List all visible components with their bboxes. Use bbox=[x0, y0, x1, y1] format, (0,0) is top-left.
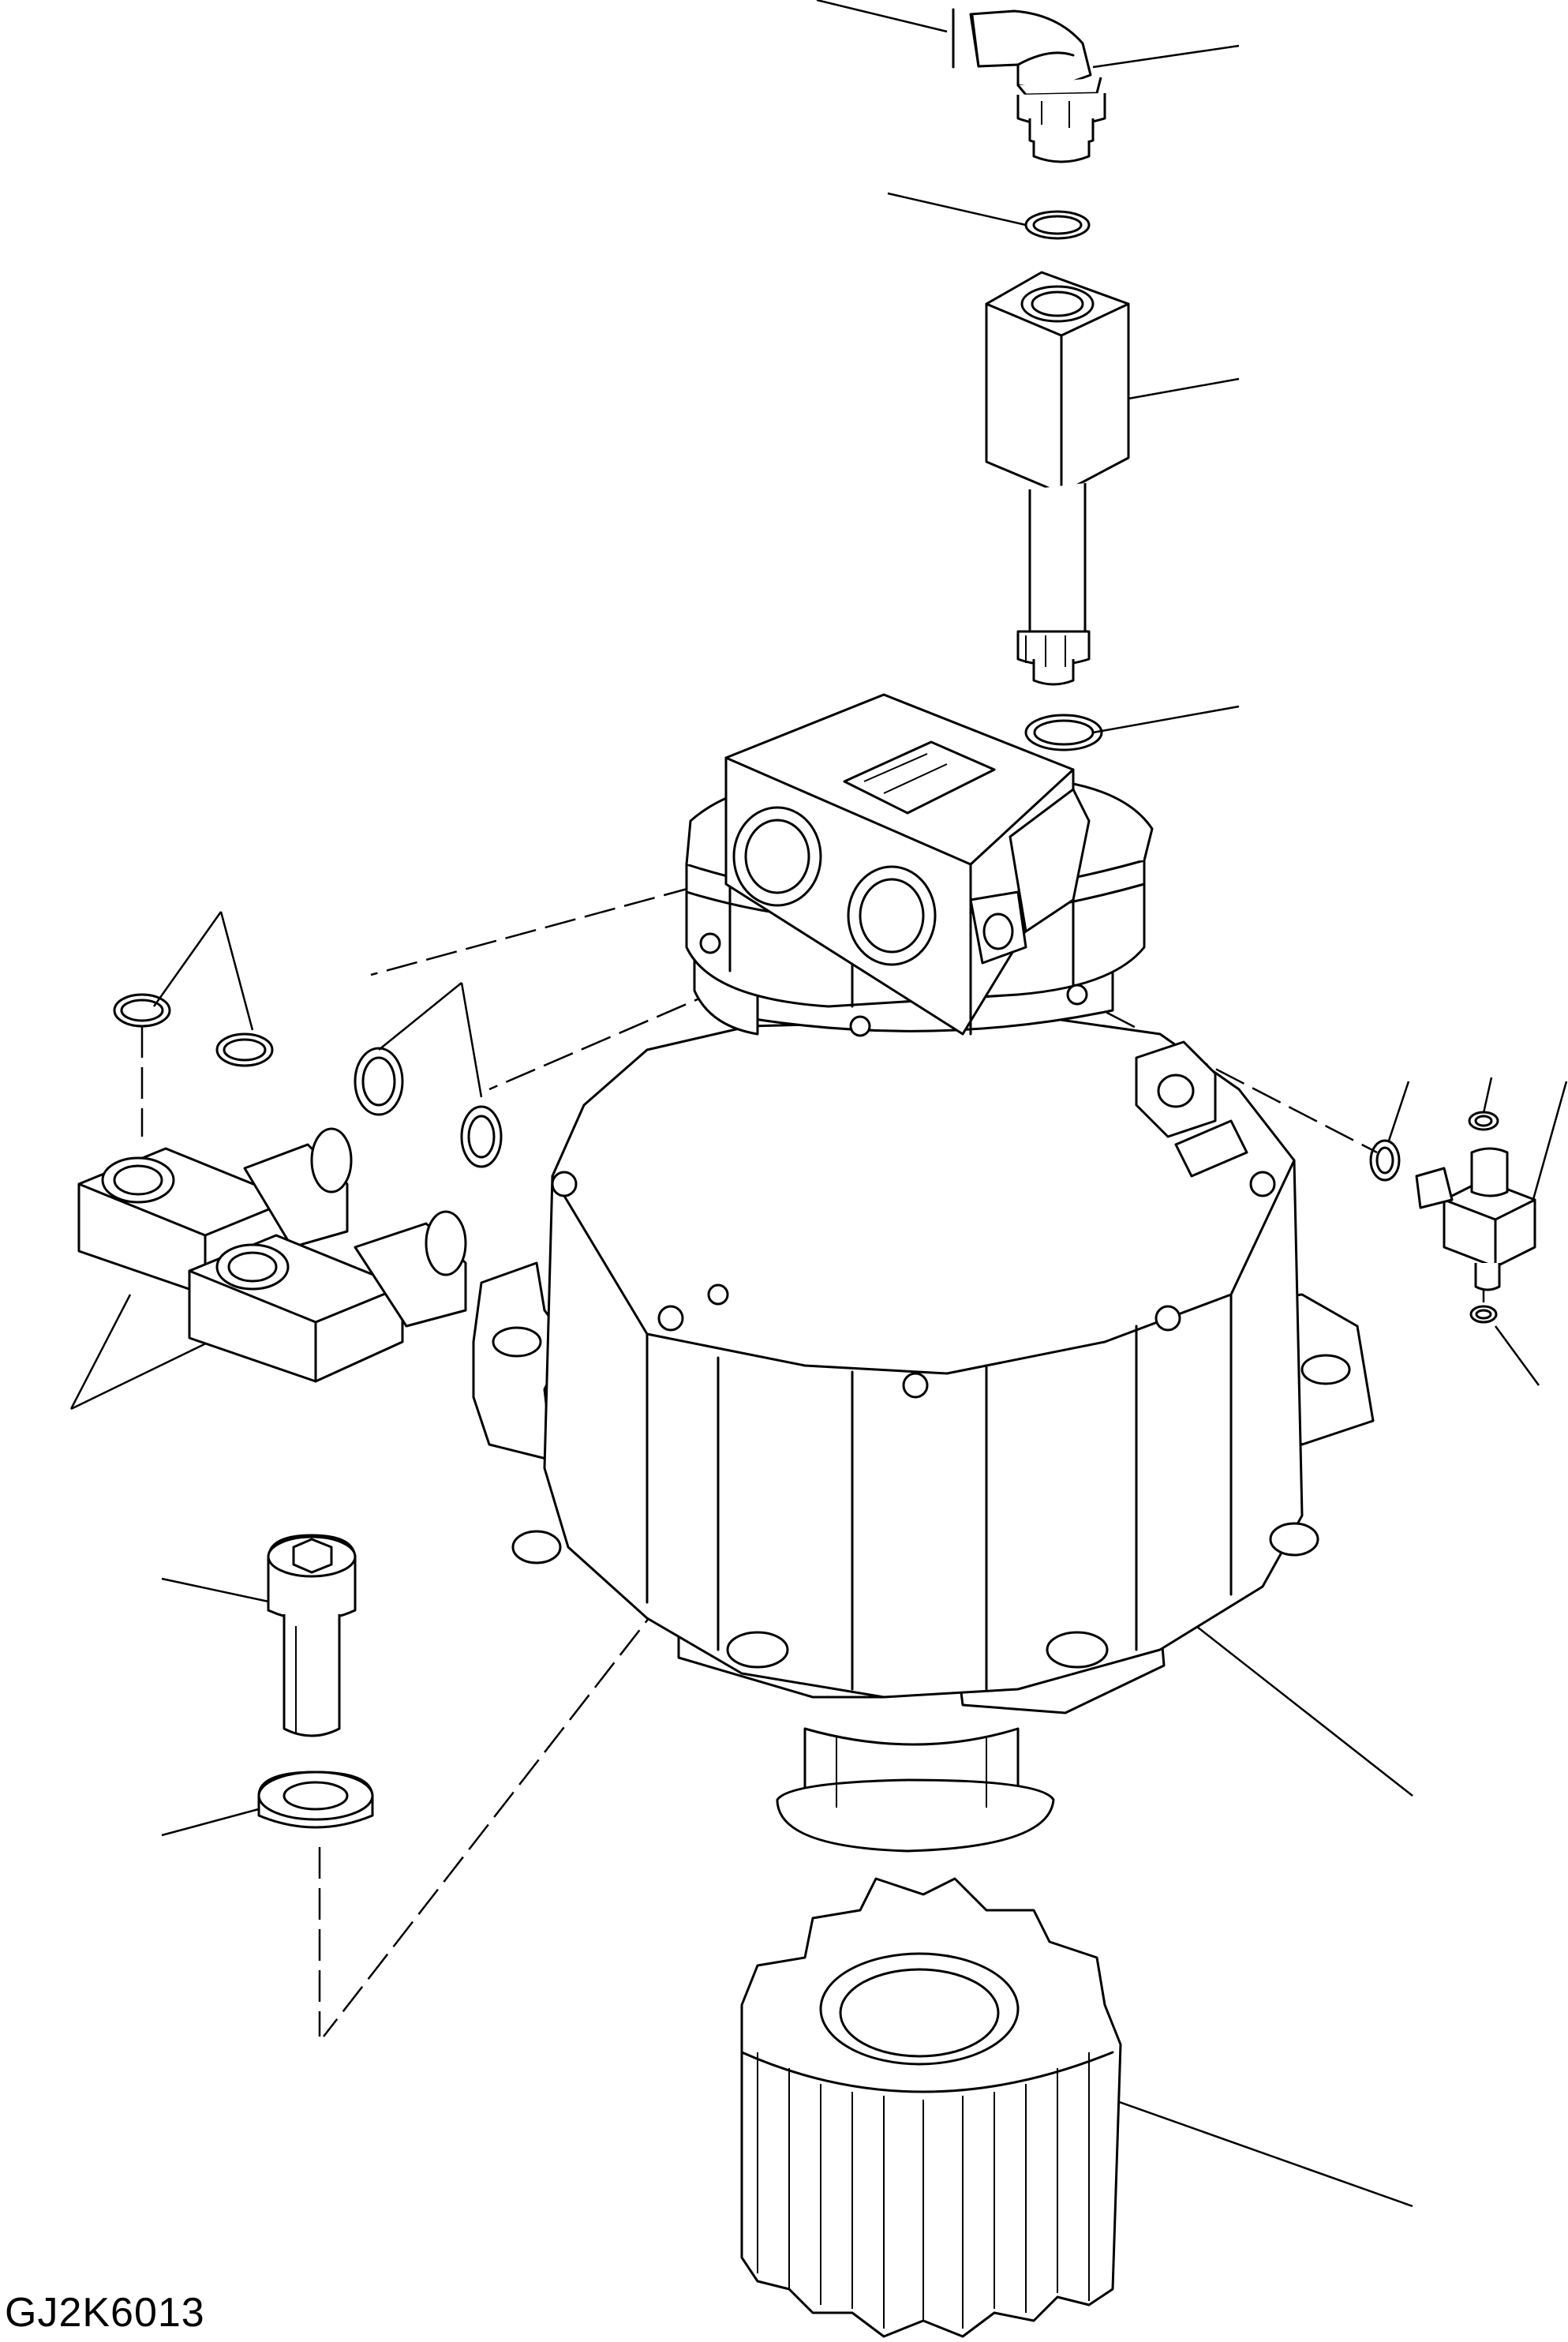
flange-bolt-hole bbox=[1300, 1354, 1351, 1385]
leader-left-block-a bbox=[69, 1294, 132, 1410]
leader-lines bbox=[69, 0, 1568, 2208]
left-connector-blocks bbox=[77, 1127, 467, 1383]
leader-elbow-fitting bbox=[1092, 44, 1240, 69]
cap-bolt bbox=[707, 1283, 729, 1306]
motor-cap-bolt bbox=[699, 932, 721, 954]
leader-plug bbox=[816, 0, 948, 33]
left-orings bbox=[113, 993, 503, 1168]
leader-valve-block bbox=[1128, 377, 1240, 400]
cap-bolt bbox=[551, 1171, 578, 1197]
mounting-bolt bbox=[267, 1534, 357, 1737]
align-left-port bbox=[370, 875, 735, 976]
flange-bolt-hole bbox=[511, 1530, 562, 1564]
cap-bolt bbox=[657, 1305, 684, 1332]
drawing-code: GJ2K6013 bbox=[5, 2290, 205, 2336]
port-a bbox=[732, 806, 822, 907]
motor-cap-bolt bbox=[849, 1015, 871, 1037]
cap-bolt bbox=[1249, 1171, 1276, 1197]
elbow-fitting bbox=[969, 9, 1106, 163]
cap-bolt bbox=[902, 1372, 929, 1399]
leader-bolt bbox=[161, 1577, 273, 1604]
leader-pinion bbox=[1112, 2098, 1413, 2208]
leader-right-fitting bbox=[1529, 1081, 1568, 1208]
leader-right-oring-low bbox=[1494, 1325, 1540, 1386]
pinion-gear bbox=[740, 1877, 1122, 2338]
leader-oring-top bbox=[887, 192, 1027, 227]
leader-washer bbox=[161, 1806, 265, 1837]
swing-machinery-housing bbox=[472, 1017, 1375, 1714]
relief-valve bbox=[985, 271, 1130, 686]
oring-top bbox=[1024, 210, 1091, 240]
flange-bolt-hole bbox=[726, 1631, 789, 1669]
motor-cap-bolt bbox=[1066, 984, 1088, 1006]
flange-bolt-hole bbox=[492, 1326, 542, 1358]
leader-left-oring-b bbox=[219, 911, 254, 1031]
gear-teeth-lines bbox=[757, 2052, 1090, 2329]
flange-bolt-hole bbox=[1046, 1631, 1109, 1669]
oring-mid bbox=[1024, 714, 1103, 751]
port-b bbox=[847, 865, 937, 966]
leader-left-block-b bbox=[70, 1340, 210, 1411]
flange-bolt-hole bbox=[1269, 1522, 1319, 1557]
output-shaft bbox=[776, 1727, 1055, 1853]
leader-right-oring bbox=[1387, 1081, 1410, 1141]
leader-left-oring-a bbox=[152, 911, 223, 1007]
washer bbox=[257, 1771, 374, 1829]
leader-left-seal-a bbox=[378, 982, 462, 1051]
leader-oring-mid bbox=[1092, 705, 1240, 734]
leader-right-washer bbox=[1482, 1077, 1493, 1114]
valve-head bbox=[724, 693, 1091, 1036]
cap-bolt bbox=[1154, 1305, 1181, 1332]
leader-left-seal-b bbox=[460, 982, 483, 1098]
align-bolt-diag bbox=[323, 1467, 766, 2037]
right-fittings bbox=[1369, 1111, 1536, 1324]
